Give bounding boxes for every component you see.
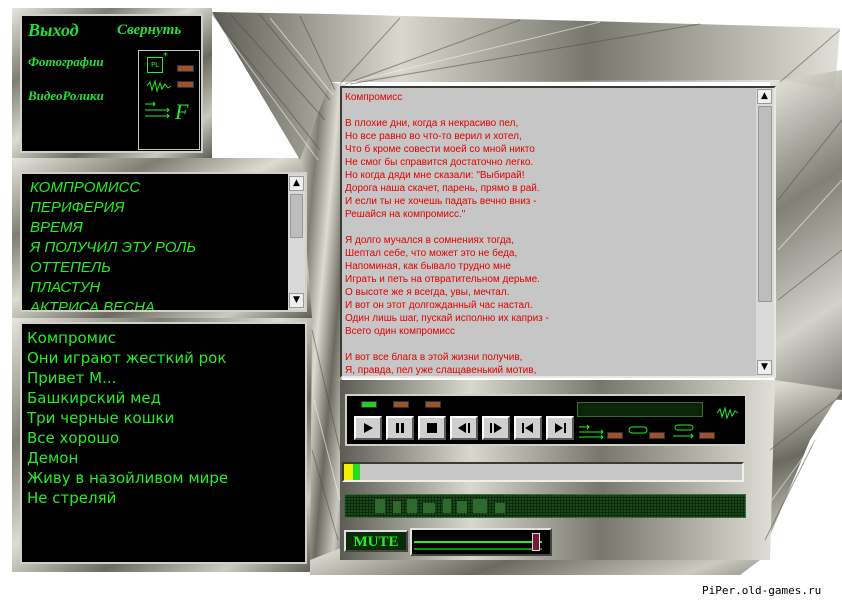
spectrum-pattern [345,495,745,517]
clip-item[interactable]: Привет М... [27,369,117,387]
pause-icon [396,423,404,433]
volume-slider[interactable] [410,528,552,556]
minimize-button[interactable]: Свернуть [117,22,182,38]
song-item[interactable]: Я ПОЛУЧИЛ ЭТУ РОЛЬ [30,239,197,256]
volume-line-2 [414,548,542,550]
lyrics-scroll-up-icon[interactable]: ▲ [757,89,772,104]
mute-button[interactable]: MUTE [344,530,408,552]
repeat-icon[interactable] [627,424,651,440]
progress-track[interactable] [342,462,744,482]
stop-icon [427,423,437,433]
next-track-icon [555,423,566,433]
led-brown-b [425,401,441,408]
play-button[interactable] [354,416,382,440]
song-item[interactable]: КОМПРОМИСС [30,179,141,196]
lyrics-scrollbar[interactable]: ▲ ▼ [756,88,774,376]
lyrics-text[interactable]: Компромисс В плохие дни, когда я некраси… [342,88,756,376]
shuffle-led[interactable] [699,432,715,439]
song-item[interactable]: ВРЕМЯ [30,219,83,236]
led-green [361,401,377,408]
exit-button[interactable]: Выход [28,20,79,40]
led-brown-1[interactable] [177,65,194,72]
next-track-button[interactable] [546,416,574,440]
play-icon [364,423,373,433]
lyrics-scroll-down-icon[interactable]: ▼ [757,360,772,375]
scroll-up-icon[interactable]: ▲ [289,176,304,191]
waveform-icon [147,79,171,93]
rewind-button[interactable] [450,416,478,440]
photos-button[interactable]: Фотографии [28,54,104,69]
asterisk-icon: * [163,51,168,62]
clip-item[interactable]: Башкирский мед [27,389,162,407]
playlist-icon[interactable]: PL [147,57,163,73]
spectrum-display [344,494,746,518]
f-icon[interactable]: F [175,99,189,124]
menu-panel: Выход Свернуть Фотографии ВидеоРолики PL… [20,14,203,153]
watermark-text: PiPer.old-games.ru [702,584,822,597]
rewind-icon [458,423,470,433]
clip-item[interactable]: Демон [27,449,79,467]
led-brown-a [393,401,409,408]
clip-item[interactable]: Живу в назойливом мире [27,469,229,487]
lyrics-scroll-thumb[interactable] [758,106,772,302]
arrows-icon [145,101,170,119]
song-item[interactable]: ПЕРИФЕРИЯ [30,199,125,216]
clip-item[interactable]: Не стреляй [27,489,117,507]
repeat-led[interactable] [649,432,665,439]
clip-item[interactable]: Они играют жесткий рок [27,349,227,367]
shuffle-icon[interactable] [673,423,697,441]
pause-button[interactable] [386,416,414,440]
time-display [577,402,703,417]
previous-track-icon [522,423,533,433]
song-item[interactable]: АКТРИСА ВЕСНА [30,299,155,312]
icon-box: PL * F [138,50,200,150]
song-item[interactable]: ПЛАСТУН [30,279,101,296]
clip-item[interactable]: Все хорошо [27,429,120,447]
song-list: КОМПРОМИСС ПЕРИФЕРИЯ ВРЕМЯ Я ПОЛУЧИЛ ЭТУ РО… [22,174,305,312]
clip-item[interactable]: Компромис [27,329,116,347]
previous-track-button[interactable] [514,416,542,440]
song-list-scrollbar[interactable]: ▲ ▼ [288,174,305,310]
led-brown-2[interactable] [177,81,194,88]
order-led[interactable] [607,432,623,439]
transport-panel [345,394,747,446]
volume-line [414,541,542,543]
scroll-thumb[interactable] [290,194,303,238]
order-arrows-icon[interactable] [579,424,605,440]
videos-button[interactable]: ВидеоРолики [28,88,104,103]
waveform-icon [717,406,739,420]
stop-button[interactable] [418,416,446,440]
volume-handle[interactable] [532,533,540,551]
forward-button[interactable] [482,416,510,440]
lyrics-panel: Компромисс В плохие дни, когда я некраси… [340,86,776,378]
progress-fill [344,464,360,480]
scroll-down-icon[interactable]: ▼ [289,293,304,308]
song-list-panel: КОМПРОМИСС ПЕРИФЕРИЯ ВРЕМЯ Я ПОЛУЧИЛ ЭТУ РО… [20,172,307,312]
clip-item[interactable]: Три черные кошки [27,409,175,427]
forward-icon [490,423,502,433]
song-item[interactable]: ОТТЕПЕЛЬ [30,259,111,276]
